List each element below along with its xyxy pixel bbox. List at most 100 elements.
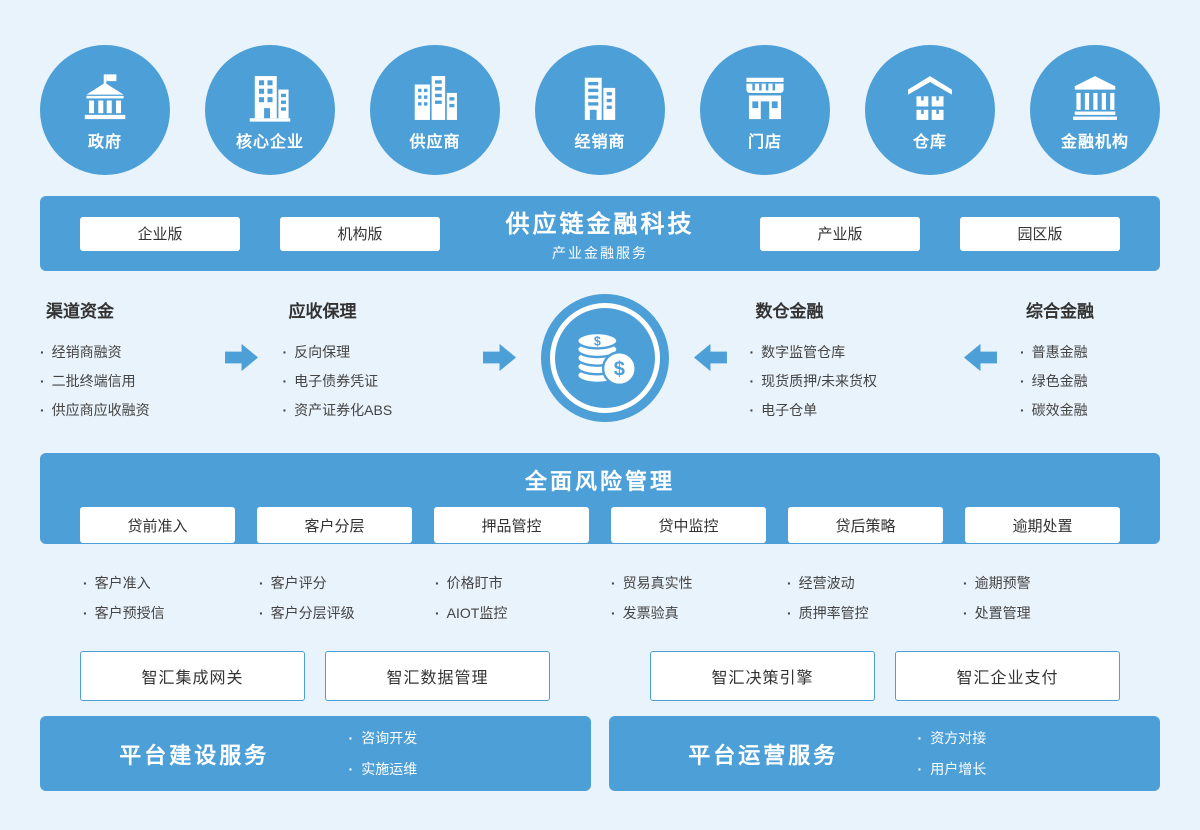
finance-column-title: 应收保理 — [288, 302, 357, 321]
finance-column-data-warehouse-finance: 数仓金融 数字监管仓库 现货质押/未来货权 电子仓单 — [750, 291, 940, 425]
risk-buttons-row: 贷前准入 客户分层 押品管控 贷中监控 贷后策略 逾期处置 — [80, 507, 1120, 543]
finance-item: 普惠金融 — [1020, 338, 1160, 367]
finance-item: 经销商融资 — [40, 338, 202, 367]
arrow-left-icon — [692, 341, 727, 374]
finance-column-receivables-factoring: 应收保理 反向保理 电子债券凭证 资产证券化ABS — [283, 291, 461, 425]
finance-item: 电子仓单 — [750, 396, 940, 425]
finance-column-channel-funds: 渠道资金 经销商融资 二批终端信用 供应商应收融资 — [40, 291, 202, 425]
bottom-banner-item: 用户增长 — [918, 754, 1160, 785]
risk-detail-item: 质押率管控 — [784, 598, 944, 628]
warehouse-icon — [903, 71, 957, 125]
entity-label: 核心企业 — [235, 133, 304, 151]
finance-item: 二批终端信用 — [40, 367, 202, 396]
version-button-enterprise[interactable]: 企业版 — [80, 216, 240, 251]
risk-button-overdue-disposal[interactable]: 逾期处置 — [965, 507, 1120, 543]
government-icon — [78, 71, 132, 125]
risk-detail-item: AIOT监控 — [432, 598, 592, 628]
risk-detail-item: 发票验真 — [608, 598, 768, 628]
finance-item: 碳效金融 — [1020, 396, 1160, 425]
entity-label: 政府 — [87, 133, 122, 151]
bottom-banner-title: 平台运营服务 — [688, 742, 839, 768]
bottom-banner-items: 资方对接 用户增长 — [918, 723, 1160, 785]
main-banner-subtitle: 产业金融服务 — [552, 245, 648, 261]
entity-label: 仓库 — [912, 133, 947, 151]
version-button-park[interactable]: 园区版 — [960, 216, 1120, 251]
platform-operation-banner: 平台运营服务 资方对接 用户增长 — [609, 716, 1160, 791]
entity-supplier: 供应商 — [370, 45, 500, 175]
risk-detail-column: 客户准入 客户预授信 — [80, 568, 240, 628]
finance-column-title: 综合金融 — [1026, 302, 1094, 321]
coins-icon-inner: $ $ — [555, 308, 655, 408]
entities-row: 政府 核心企业 — [40, 45, 1160, 175]
bottom-banner-items: 咨询开发 实施运维 — [349, 723, 591, 785]
finance-item: 数字监管仓库 — [750, 338, 940, 367]
store-icon — [738, 71, 792, 125]
risk-detail-item: 客户准入 — [80, 568, 240, 598]
risk-detail-item: 客户预授信 — [80, 598, 240, 628]
risk-button-collateral-control[interactable]: 押品管控 — [434, 507, 589, 543]
risk-detail-item: 贸易真实性 — [608, 568, 768, 598]
risk-banner-title: 全面风险管理 — [524, 469, 675, 494]
bottom-banner-item: 咨询开发 — [349, 723, 591, 754]
risk-detail-column: 贸易真实性 发票验真 — [608, 568, 768, 628]
risk-button-in-loan-monitoring[interactable]: 贷中监控 — [611, 507, 766, 543]
entity-government: 政府 — [40, 45, 170, 175]
main-banner: 企业版 机构版 供应链金融科技 产业金融服务 产业版 园区版 — [40, 196, 1160, 271]
risk-detail-item: 价格盯市 — [432, 568, 592, 598]
modules-row: 智汇集成网关 智汇数据管理 智汇决策引擎 智汇企业支付 — [40, 651, 1160, 701]
risk-detail-item: 逾期预警 — [960, 568, 1120, 598]
entity-store: 门店 — [700, 45, 830, 175]
module-decision-engine[interactable]: 智汇决策引擎 — [650, 651, 875, 701]
finance-column-title: 渠道资金 — [46, 302, 114, 321]
finance-item: 供应商应收融资 — [40, 396, 202, 425]
finance-item: 资产证券化ABS — [283, 396, 461, 425]
risk-detail-item: 处置管理 — [960, 598, 1120, 628]
financial-institution-icon — [1068, 71, 1122, 125]
risk-banner: 全面风险管理 贷前准入 客户分层 押品管控 贷中监控 贷后策略 逾期处置 — [40, 453, 1160, 544]
entity-distributor: 经销商 — [535, 45, 665, 175]
risk-detail-column: 经营波动 质押率管控 — [784, 568, 944, 628]
risk-detail-column: 价格盯市 AIOT监控 — [432, 568, 592, 628]
risk-detail-item: 客户分层评级 — [256, 598, 416, 628]
bottom-banner-item: 实施运维 — [349, 754, 591, 785]
version-button-institution[interactable]: 机构版 — [280, 216, 440, 251]
entity-label: 经销商 — [574, 133, 626, 151]
bottom-banners-row: 平台建设服务 咨询开发 实施运维 平台运营服务 资方对接 用户增长 — [40, 716, 1160, 791]
module-enterprise-payment[interactable]: 智汇企业支付 — [895, 651, 1120, 701]
core-enterprise-icon — [243, 71, 297, 125]
version-button-industry[interactable]: 产业版 — [760, 216, 920, 251]
arrow-right-icon — [483, 341, 518, 374]
distributor-icon — [573, 71, 627, 125]
entity-warehouse: 仓库 — [865, 45, 995, 175]
finance-item: 电子债券凭证 — [283, 367, 461, 396]
risk-detail-item: 客户评分 — [256, 568, 416, 598]
risk-detail-column: 客户评分 客户分层评级 — [256, 568, 416, 628]
main-banner-title-block: 供应链金融科技 产业金融服务 — [440, 204, 760, 263]
finance-flow-row: 渠道资金 经销商融资 二批终端信用 供应商应收融资 应收保理 反向保理 电子债券… — [40, 291, 1160, 427]
main-banner-title: 供应链金融科技 — [505, 211, 695, 238]
entity-financial-institution: 金融机构 — [1030, 45, 1160, 175]
module-data-management[interactable]: 智汇数据管理 — [325, 651, 550, 701]
entity-core-enterprise: 核心企业 — [205, 45, 335, 175]
risk-button-post-loan-strategy[interactable]: 贷后策略 — [788, 507, 943, 543]
finance-item: 反向保理 — [283, 338, 461, 367]
risk-details-row: 客户准入 客户预授信 客户评分 客户分层评级 价格盯市 AIOT监控 贸易真实性… — [40, 568, 1160, 628]
bottom-banner-title: 平台建设服务 — [119, 742, 270, 768]
supplier-icon — [408, 71, 462, 125]
coins-icon: $ $ — [541, 294, 669, 422]
risk-button-customer-tiering[interactable]: 客户分层 — [257, 507, 412, 543]
module-integration-gateway[interactable]: 智汇集成网关 — [80, 651, 305, 701]
risk-detail-item: 经营波动 — [784, 568, 944, 598]
entity-label: 供应商 — [409, 133, 461, 151]
entity-label: 门店 — [747, 133, 782, 151]
finance-column-comprehensive-finance: 综合金融 普惠金融 绿色金融 碳效金融 — [1020, 291, 1160, 425]
finance-item: 绿色金融 — [1020, 367, 1160, 396]
svg-text:$: $ — [614, 359, 625, 381]
risk-button-pre-loan-access[interactable]: 贷前准入 — [80, 507, 235, 543]
arrow-left-icon — [962, 341, 998, 374]
finance-column-title: 数仓金融 — [755, 302, 824, 321]
platform-construction-banner: 平台建设服务 咨询开发 实施运维 — [40, 716, 591, 791]
bottom-banner-item: 资方对接 — [918, 723, 1160, 754]
finance-item: 现货质押/未来货权 — [750, 367, 940, 396]
